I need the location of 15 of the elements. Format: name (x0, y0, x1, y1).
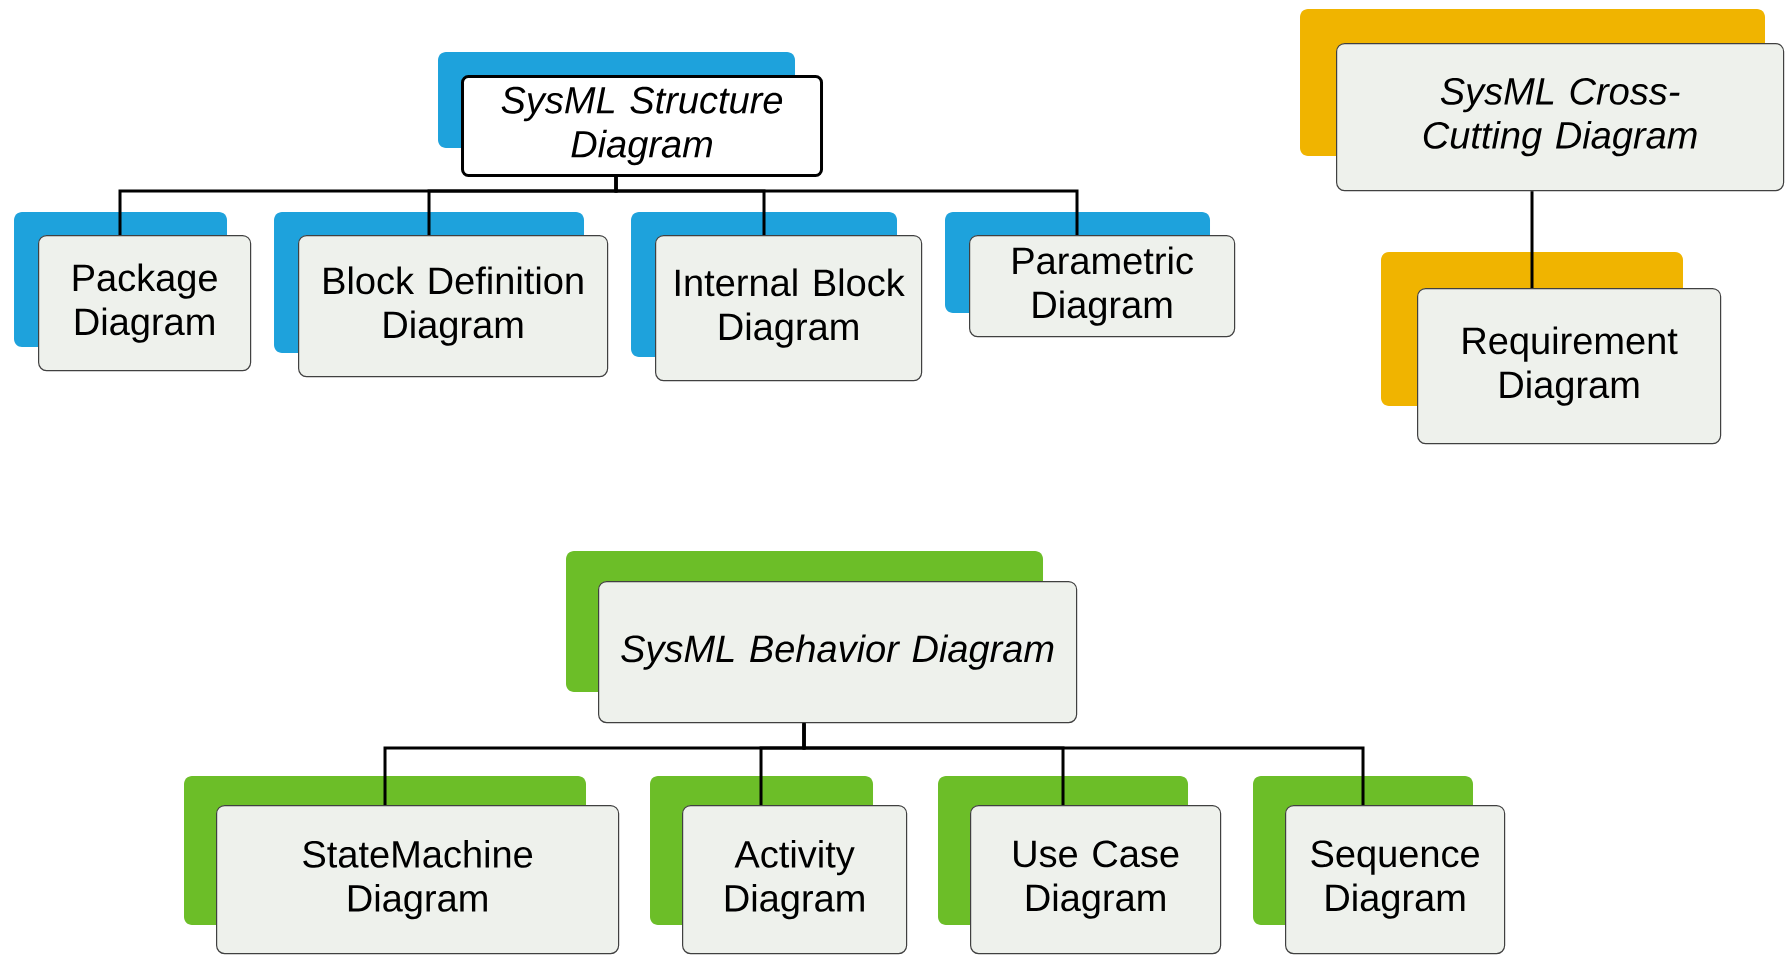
diagram-box: Sequence Diagram (1253, 776, 1506, 955)
connector-line (1530, 191, 1534, 288)
diagram-box: Requirement Diagram (1381, 252, 1722, 445)
diagram-box: SysML Structure Diagram (438, 52, 823, 177)
diagram-box: Block Definition Diagram (274, 212, 609, 378)
diagram-box: Internal Block Diagram (631, 212, 923, 382)
connector-line (802, 723, 1365, 805)
diagram-box: Use Case Diagram (938, 776, 1222, 955)
diagram-box: SysML Cross-Cutting Diagram (1300, 9, 1785, 192)
diagram-box: Package Diagram (14, 212, 252, 372)
connector-line (614, 177, 1079, 235)
diagram-box: SysML Behavior Diagram (566, 551, 1078, 724)
diagram-box: StateMachine Diagram (184, 776, 620, 955)
diagram-box: Parametric Diagram (945, 212, 1236, 338)
diagram-box: Activity Diagram (650, 776, 908, 955)
